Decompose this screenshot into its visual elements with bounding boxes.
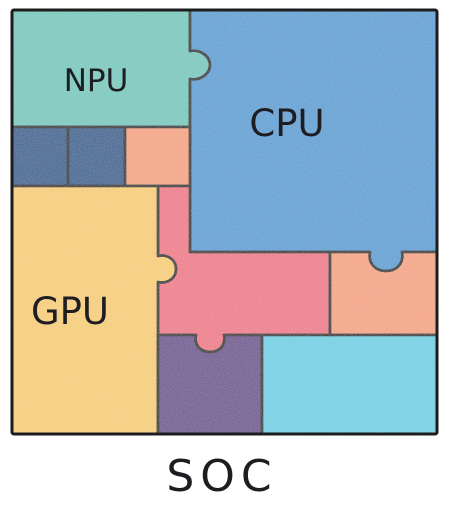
npu-label: NPU <box>64 63 129 99</box>
purple-block <box>156 333 264 436</box>
soc-outline <box>10 8 439 436</box>
salmon-block-small <box>123 125 192 188</box>
navy-block-2 <box>66 125 127 188</box>
salmon-block-right <box>328 250 439 337</box>
gpu-label: GPU <box>31 290 109 333</box>
navy-block-1 <box>10 125 70 188</box>
soc-caption: SOC <box>166 451 277 502</box>
light-blue-block <box>260 333 439 436</box>
gpu-block <box>10 184 178 436</box>
cpu-label: CPU <box>249 102 324 145</box>
